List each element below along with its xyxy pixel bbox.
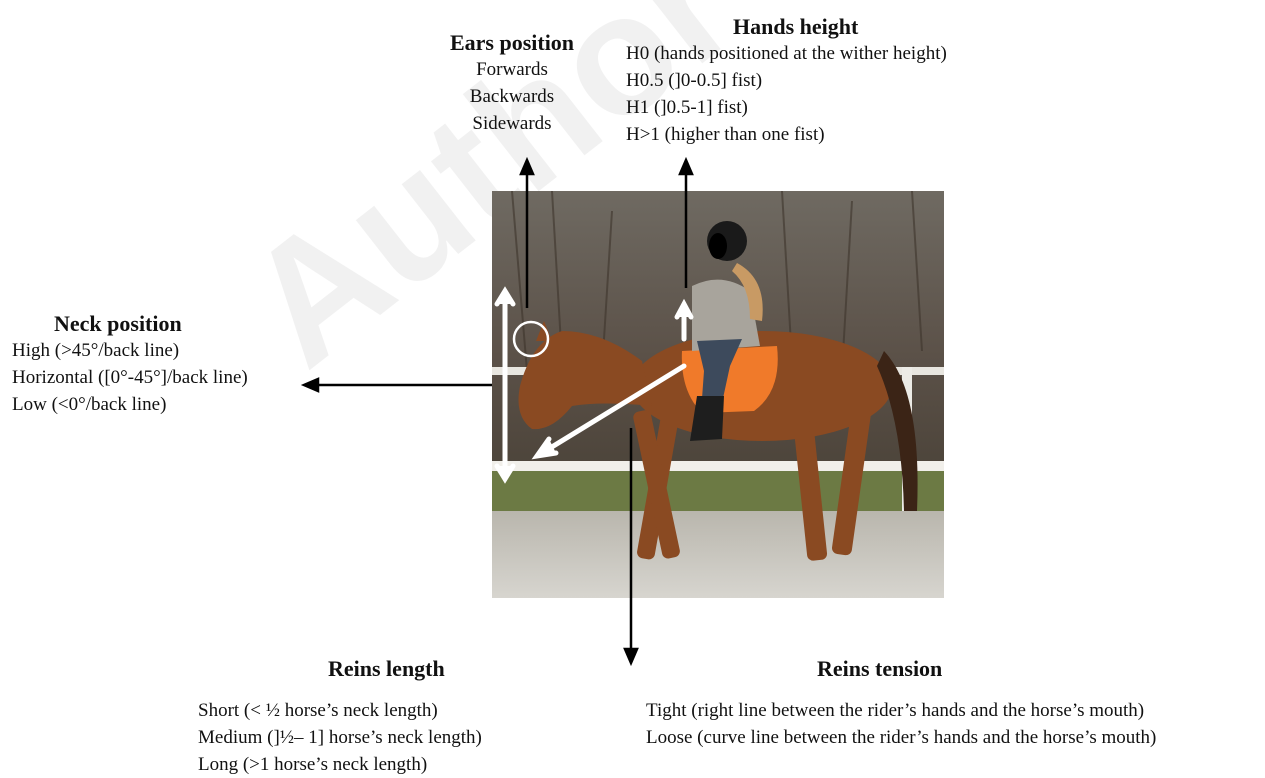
horse-rider-photo	[492, 191, 944, 598]
neck-position-section: Neck position High (>45°/back line) Hori…	[12, 311, 312, 418]
hands-height-title: Hands height	[733, 14, 859, 39]
reins-length-item-long: Long (>1 horse’s neck length)	[198, 754, 428, 775]
reins-tension-item-tight: Tight (right line between the rider’s ha…	[646, 700, 1145, 721]
ears-position-section: Ears position Forwards Backwards Sidewar…	[432, 30, 592, 137]
ears-position-title: Ears position	[449, 30, 575, 55]
reins-length-item-short: Short (< ½ horse’s neck length)	[198, 700, 438, 721]
reins-length-section: Reins length Short (< ½ horse’s neck len…	[198, 656, 558, 778]
neck-position-item-low: Low (<0°/back line)	[12, 394, 167, 415]
hands-height-item-hgt1: H>1 (higher than one fist)	[626, 124, 825, 145]
neck-position-item-high: High (>45°/back line)	[12, 340, 180, 361]
photo-annotations	[494, 286, 694, 484]
hands-height-section: Hands height H0 (hands positioned at the…	[626, 14, 1066, 148]
reins-tension-item-loose: Loose (curve line between the rider’s ha…	[646, 727, 1157, 748]
reins-tension-section: Reins tension Tight (right line between …	[646, 656, 1265, 751]
hands-height-item-h0: H0 (hands positioned at the wither heigh…	[626, 43, 947, 64]
ears-position-item-sidewards: Sidewards	[472, 113, 552, 134]
neck-arrow	[300, 377, 492, 393]
neck-position-item-horizontal: Horizontal ([0°-45°]/back line)	[12, 367, 248, 388]
tree-branches	[511, 191, 923, 372]
ears-position-item-forwards: Forwards	[476, 59, 548, 80]
hands-height-item-h1: H1 (]0.5-1] fist)	[626, 97, 748, 118]
rider	[690, 221, 763, 441]
grass-strip	[492, 471, 944, 511]
arena-fence-rail	[492, 461, 944, 471]
neck-position-title: Neck position	[54, 311, 182, 336]
reins-length-item-medium: Medium (]½– 1] horse’s neck length)	[198, 727, 482, 748]
reins-tension-title: Reins tension	[817, 656, 943, 681]
reins-length-title: Reins length	[328, 656, 445, 681]
hands-height-item-h05: H0.5 (]0-0.5] fist)	[626, 70, 763, 91]
ears-position-item-backwards: Backwards	[469, 86, 555, 107]
arena-ground	[492, 511, 944, 598]
